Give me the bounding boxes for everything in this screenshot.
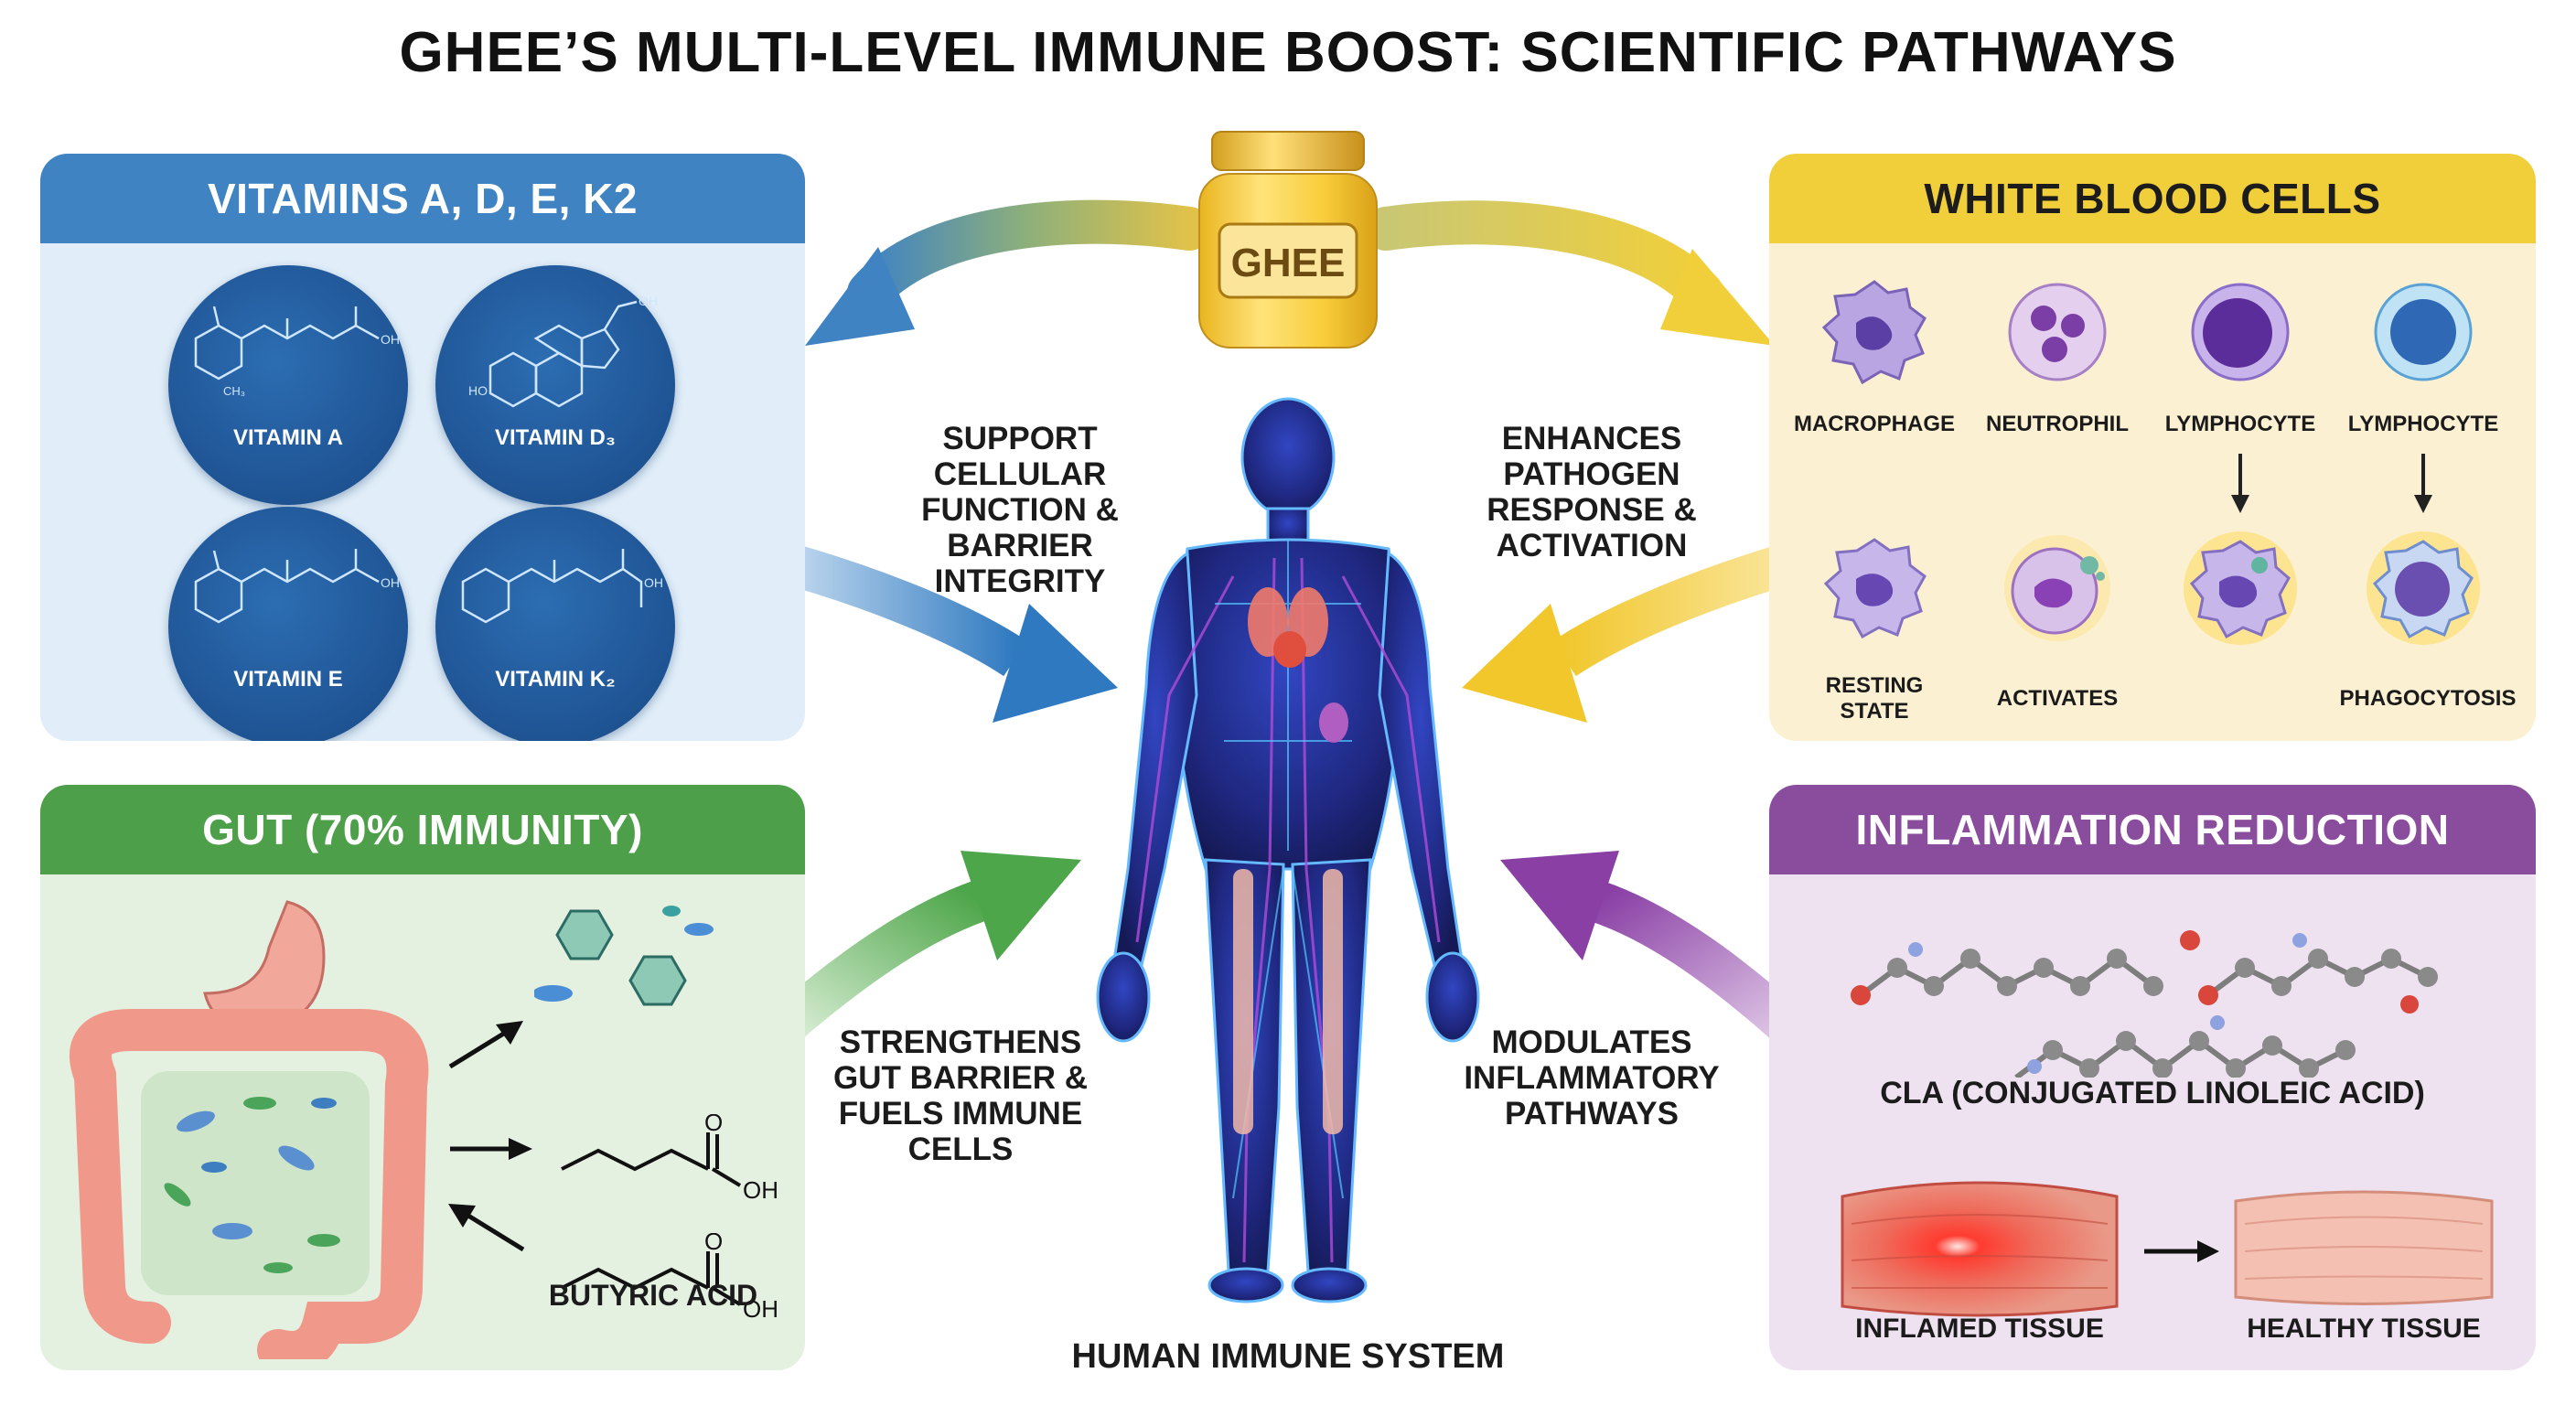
ghee-jar: GHEE (1198, 131, 1378, 349)
svg-text:OH: OH (644, 575, 663, 590)
vitamin-a-label: VITAMIN A (233, 425, 343, 450)
inflammation-header: INFLAMMATION REDUCTION (1769, 785, 2536, 874)
gut-panel: GUT (70% IMMUNITY) O OH O (40, 785, 805, 1370)
activates-label: ACTIVATES (1996, 686, 2119, 711)
resting-state-label: RESTING STATE (1825, 673, 1924, 724)
svg-text:OH: OH (639, 294, 658, 308)
page-title: GHEE’S MULTI-LEVEL IMMUNE BOOST: SCIENTI… (399, 21, 2177, 84)
phagocytosis-label: PHAGOCYTOSIS (2339, 686, 2517, 711)
arrow-jar-to-vitamins (847, 199, 1211, 315)
cla-label: CLA (CONJUGATED LINOLEIC ACID) (1880, 1076, 2425, 1110)
inflammation-panel: INFLAMMATION REDUCTION CLA (CONJUGATED L… (1769, 785, 2536, 1370)
human-immune-system-label: HUMAN IMMUNE SYSTEM (1071, 1337, 1505, 1376)
butyric-o-label-2: O (704, 1233, 723, 1255)
phagocytosis-cell (2367, 531, 2480, 645)
vitamins-header: VITAMINS A, D, E, K2 (40, 154, 805, 243)
healthy-tissue (2234, 1190, 2494, 1305)
vitamin-e-label: VITAMIN E (233, 667, 343, 692)
macrophage-label: MACROPHAGE (1793, 412, 1955, 436)
neutrophil-cell (2008, 283, 2107, 381)
wbc-header: WHITE BLOOD CELLS (1769, 154, 2536, 243)
white-blood-cells-panel: WHITE BLOOD CELLS MACROPHAGE NEUTROPHIL … (1769, 154, 2536, 741)
activated-lymphocyte-cell (2184, 531, 2297, 645)
lymphocyte-label-1: LYMPHOCYTE (2164, 412, 2316, 436)
vitamins-panel: VITAMINS A, D, E, K2 OH CH₃ VITAMIN A HO… (40, 154, 805, 741)
svg-text:OH: OH (381, 332, 400, 347)
arrow-gut-to-body (773, 881, 986, 1041)
healthy-tissue-label: HEALTHY TISSUE (2247, 1314, 2481, 1344)
vitamin-k2-molecule: OH VITAMIN K₂ (435, 507, 675, 741)
human-body-figure (1096, 397, 1480, 1303)
wbc-down-arrows (2231, 454, 2432, 513)
intestine-illustration (70, 900, 429, 1359)
arrow-head-blue (993, 604, 1118, 723)
arrow-head-purple (1500, 851, 1619, 960)
svg-text:CH₃: CH₃ (223, 384, 245, 398)
lymphocyte-cell-1 (2191, 283, 2290, 381)
svg-text:HO: HO (468, 383, 488, 398)
vitamin-d3-molecule: HO OH VITAMIN D₃ (435, 265, 675, 505)
jar-label: GHEE (1231, 241, 1346, 285)
gut-black-arrows (448, 1021, 532, 1252)
butyric-acid-structure-2: O OH (561, 1233, 778, 1323)
butyric-acid-structure-1: O OH (561, 1114, 778, 1204)
vitamin-e-molecule: OH VITAMIN E (168, 507, 408, 741)
inflamed-tissue-label: INFLAMED TISSUE (1855, 1314, 2104, 1344)
arrow-head-green (961, 851, 1081, 960)
inflammation-arrow-text: MODULATES INFLAMMATORY PATHWAYS (1464, 1024, 1720, 1132)
vitamin-k2-label: VITAMIN K₂ (495, 667, 616, 692)
arrow-jar-to-wbc (1364, 200, 1723, 315)
tissue-transition-arrow (2144, 1240, 2219, 1262)
vitamins-arrow-text: SUPPORT CELLULAR FUNCTION & BARRIER INTE… (921, 421, 1119, 599)
svg-text:OH: OH (381, 575, 400, 590)
butyric-o-label-1: O (704, 1114, 723, 1136)
activated-neutrophil-cell (2004, 535, 2110, 641)
arrow-head-wbc (1660, 249, 1775, 346)
resting-macrophage-cell (1823, 538, 1927, 639)
vitamin-a-molecule: OH CH₃ VITAMIN A (168, 265, 408, 505)
vitamin-d3-label: VITAMIN D₃ (495, 425, 616, 450)
gut-arrow-text: STRENGTHENS GUT BARRIER & FUELS IMMUNE C… (832, 1024, 1089, 1167)
arrow-vitamins-to-body (762, 537, 1027, 677)
arrow-head-yellow (1462, 604, 1587, 723)
butyric-oh-label-2: OH (743, 1295, 778, 1323)
butyric-acid-label: BUTYRIC ACID (548, 1279, 758, 1312)
wbc-arrow-text: ENHANCES PATHOGEN RESPONSE & ACTIVATION (1487, 421, 1697, 563)
neutrophil-label: NEUTROPHIL (1986, 412, 2129, 436)
arrow-head-vitamins (805, 247, 915, 346)
inflamed-tissue (1841, 1181, 2119, 1317)
butyric-oh-label-1: OH (743, 1176, 778, 1204)
gut-molecules (534, 906, 714, 1006)
gut-header: GUT (70% IMMUNITY) (40, 785, 805, 874)
lymphocyte-cell-2 (2374, 283, 2473, 381)
cla-molecule-model (1851, 930, 2438, 1078)
lymphocyte-label-2: LYMPHOCYTE (2347, 412, 2499, 436)
macrophage-cell (1821, 280, 1927, 385)
